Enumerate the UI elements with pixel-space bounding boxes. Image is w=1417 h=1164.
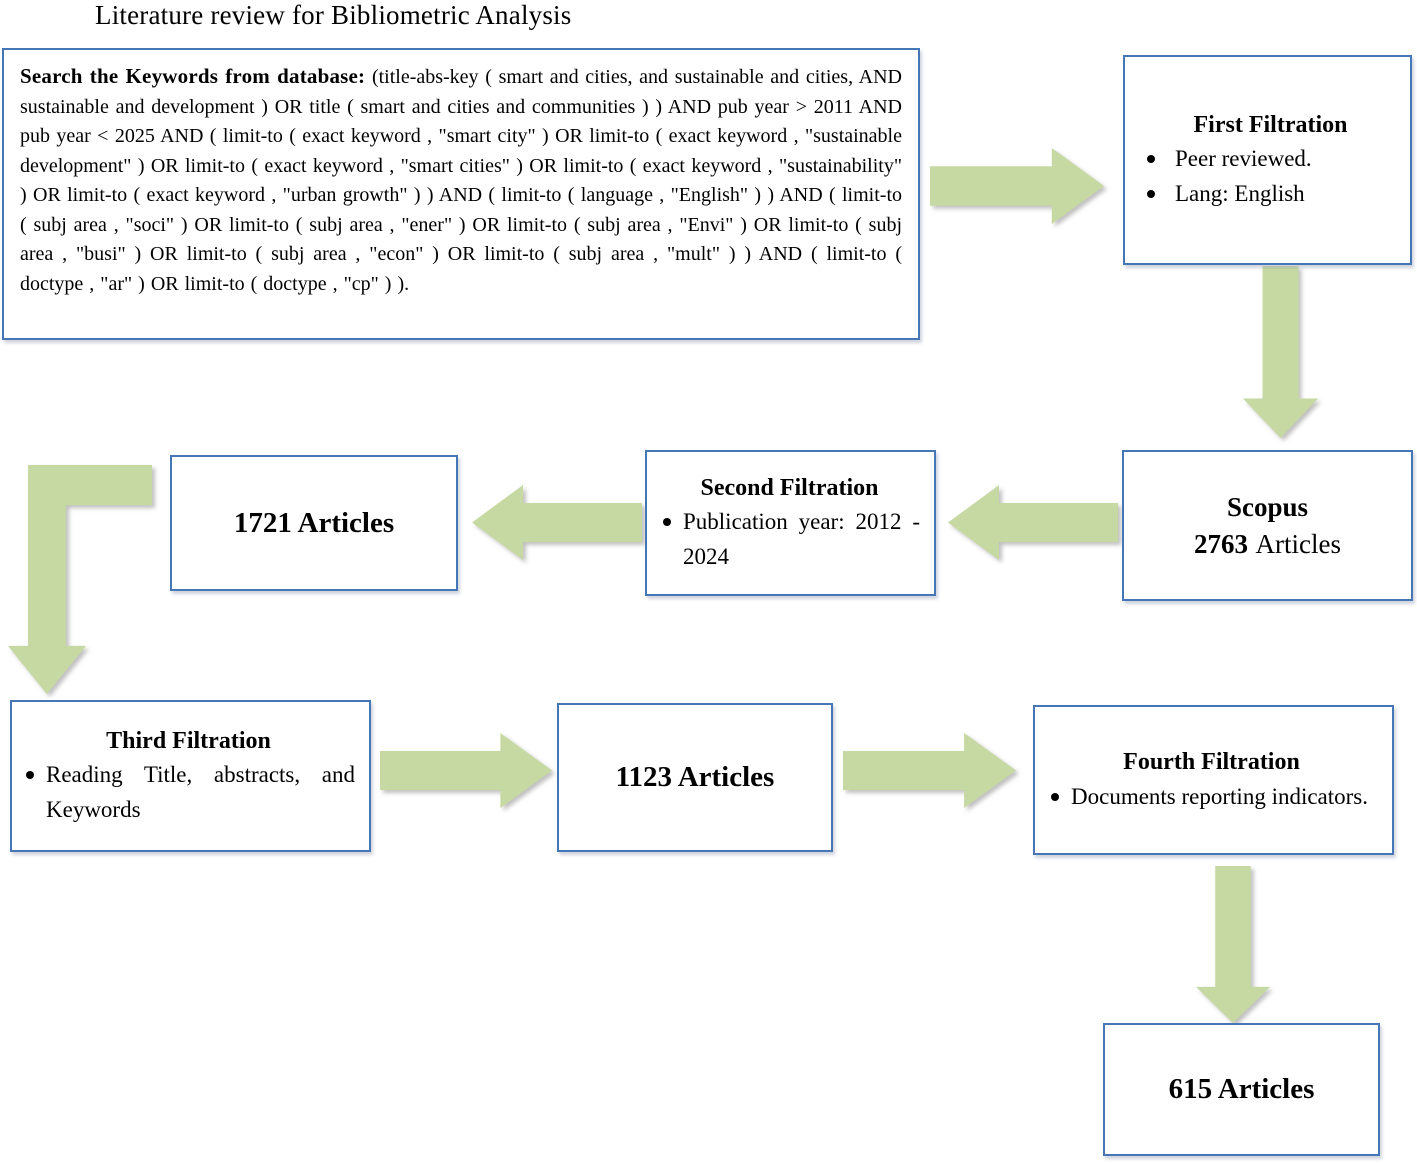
third-filtration-box: Third Filtration Reading Title, abstract…	[10, 700, 371, 852]
search-query-lead: Search the Keywords from database:	[20, 64, 366, 88]
first-filtration-bullet-language: Lang: English	[1145, 177, 1396, 212]
search-query-body: (title-abs-key ( smart and cities, and s…	[20, 66, 902, 295]
arrow-fourth-filtration-to-615	[1196, 866, 1270, 1023]
articles-615-label: 615 Articles	[1168, 1073, 1315, 1105]
right-arrow-icon	[930, 148, 1104, 224]
bullet-dot-icon	[1147, 189, 1155, 198]
arrow-1721-to-third-filtration	[8, 465, 152, 694]
diagram-title: Literature review for Bibliometric Analy…	[95, 0, 572, 30]
bullet-dot-icon	[663, 518, 671, 527]
arrow-search-to-first-filtration	[930, 148, 1104, 224]
first-filtration-bullet-peer-reviewed: Peer reviewed.	[1145, 142, 1396, 177]
articles-1123-box: 1123 Articles	[557, 703, 833, 852]
bullet-text: Documents reporting indicators.	[1071, 783, 1369, 809]
second-filtration-bullet-publication-year: Publication year: 2012 - 2024	[659, 505, 920, 574]
second-filtration-box: Second Filtration Publication year: 2012…	[645, 450, 936, 596]
bullet-dot-icon	[26, 771, 34, 780]
search-keywords-box: Search the Keywords from database: (titl…	[2, 48, 920, 340]
elbow-down-arrow-icon	[8, 465, 152, 694]
bullet-text: Peer reviewed.	[1175, 146, 1312, 172]
left-arrow-icon	[472, 485, 642, 560]
first-filtration-box: First Filtration Peer reviewed. Lang: En…	[1123, 55, 1412, 265]
arrow-1123-to-fourth-filtration	[843, 733, 1016, 808]
arrow-scopus-to-second-filtration	[948, 485, 1118, 560]
bullet-text: Lang: English	[1175, 180, 1305, 206]
fourth-filtration-box: Fourth Filtration Documents reporting in…	[1033, 705, 1394, 855]
arrow-third-filtration-to-1123	[380, 733, 552, 808]
arrow-second-filtration-to-1721	[472, 485, 642, 560]
bullet-dot-icon	[1051, 792, 1059, 801]
scopus-article-count: 2763	[1193, 528, 1248, 559]
articles-615-box: 615 Articles	[1103, 1023, 1380, 1156]
bullet-text: Reading Title, abstracts, and Keywords	[46, 762, 355, 822]
scopus-article-unit: Articles	[1255, 528, 1342, 559]
articles-1721-label: 1721 Articles	[233, 506, 395, 539]
arrow-first-filtration-to-scopus	[1243, 266, 1318, 438]
first-filtration-title: First Filtration	[1193, 111, 1348, 138]
right-arrow-icon	[843, 733, 1016, 808]
left-arrow-icon	[948, 485, 1118, 560]
third-filtration-bullet-reading: Reading Title, abstracts, and Keywords	[22, 758, 355, 827]
third-filtration-title: Third Filtration	[106, 727, 271, 754]
search-query-text: Search the Keywords from database: (titl…	[20, 62, 902, 299]
second-filtration-title: Second Filtration	[700, 474, 879, 501]
bullet-text: Publication year: 2012 - 2024	[683, 509, 920, 569]
down-arrow-icon	[1196, 866, 1270, 1023]
scopus-source-label: Scopus	[1226, 492, 1309, 523]
fourth-filtration-bullet-documents: Documents reporting indicators.	[1047, 780, 1376, 815]
articles-1123-label: 1123 Articles	[615, 761, 775, 793]
bullet-dot-icon	[1147, 155, 1155, 164]
down-arrow-icon	[1243, 266, 1318, 438]
articles-1721-box: 1721 Articles	[170, 455, 458, 591]
fourth-filtration-title: Fourth Filtration	[1123, 748, 1300, 775]
right-arrow-icon	[380, 733, 552, 808]
